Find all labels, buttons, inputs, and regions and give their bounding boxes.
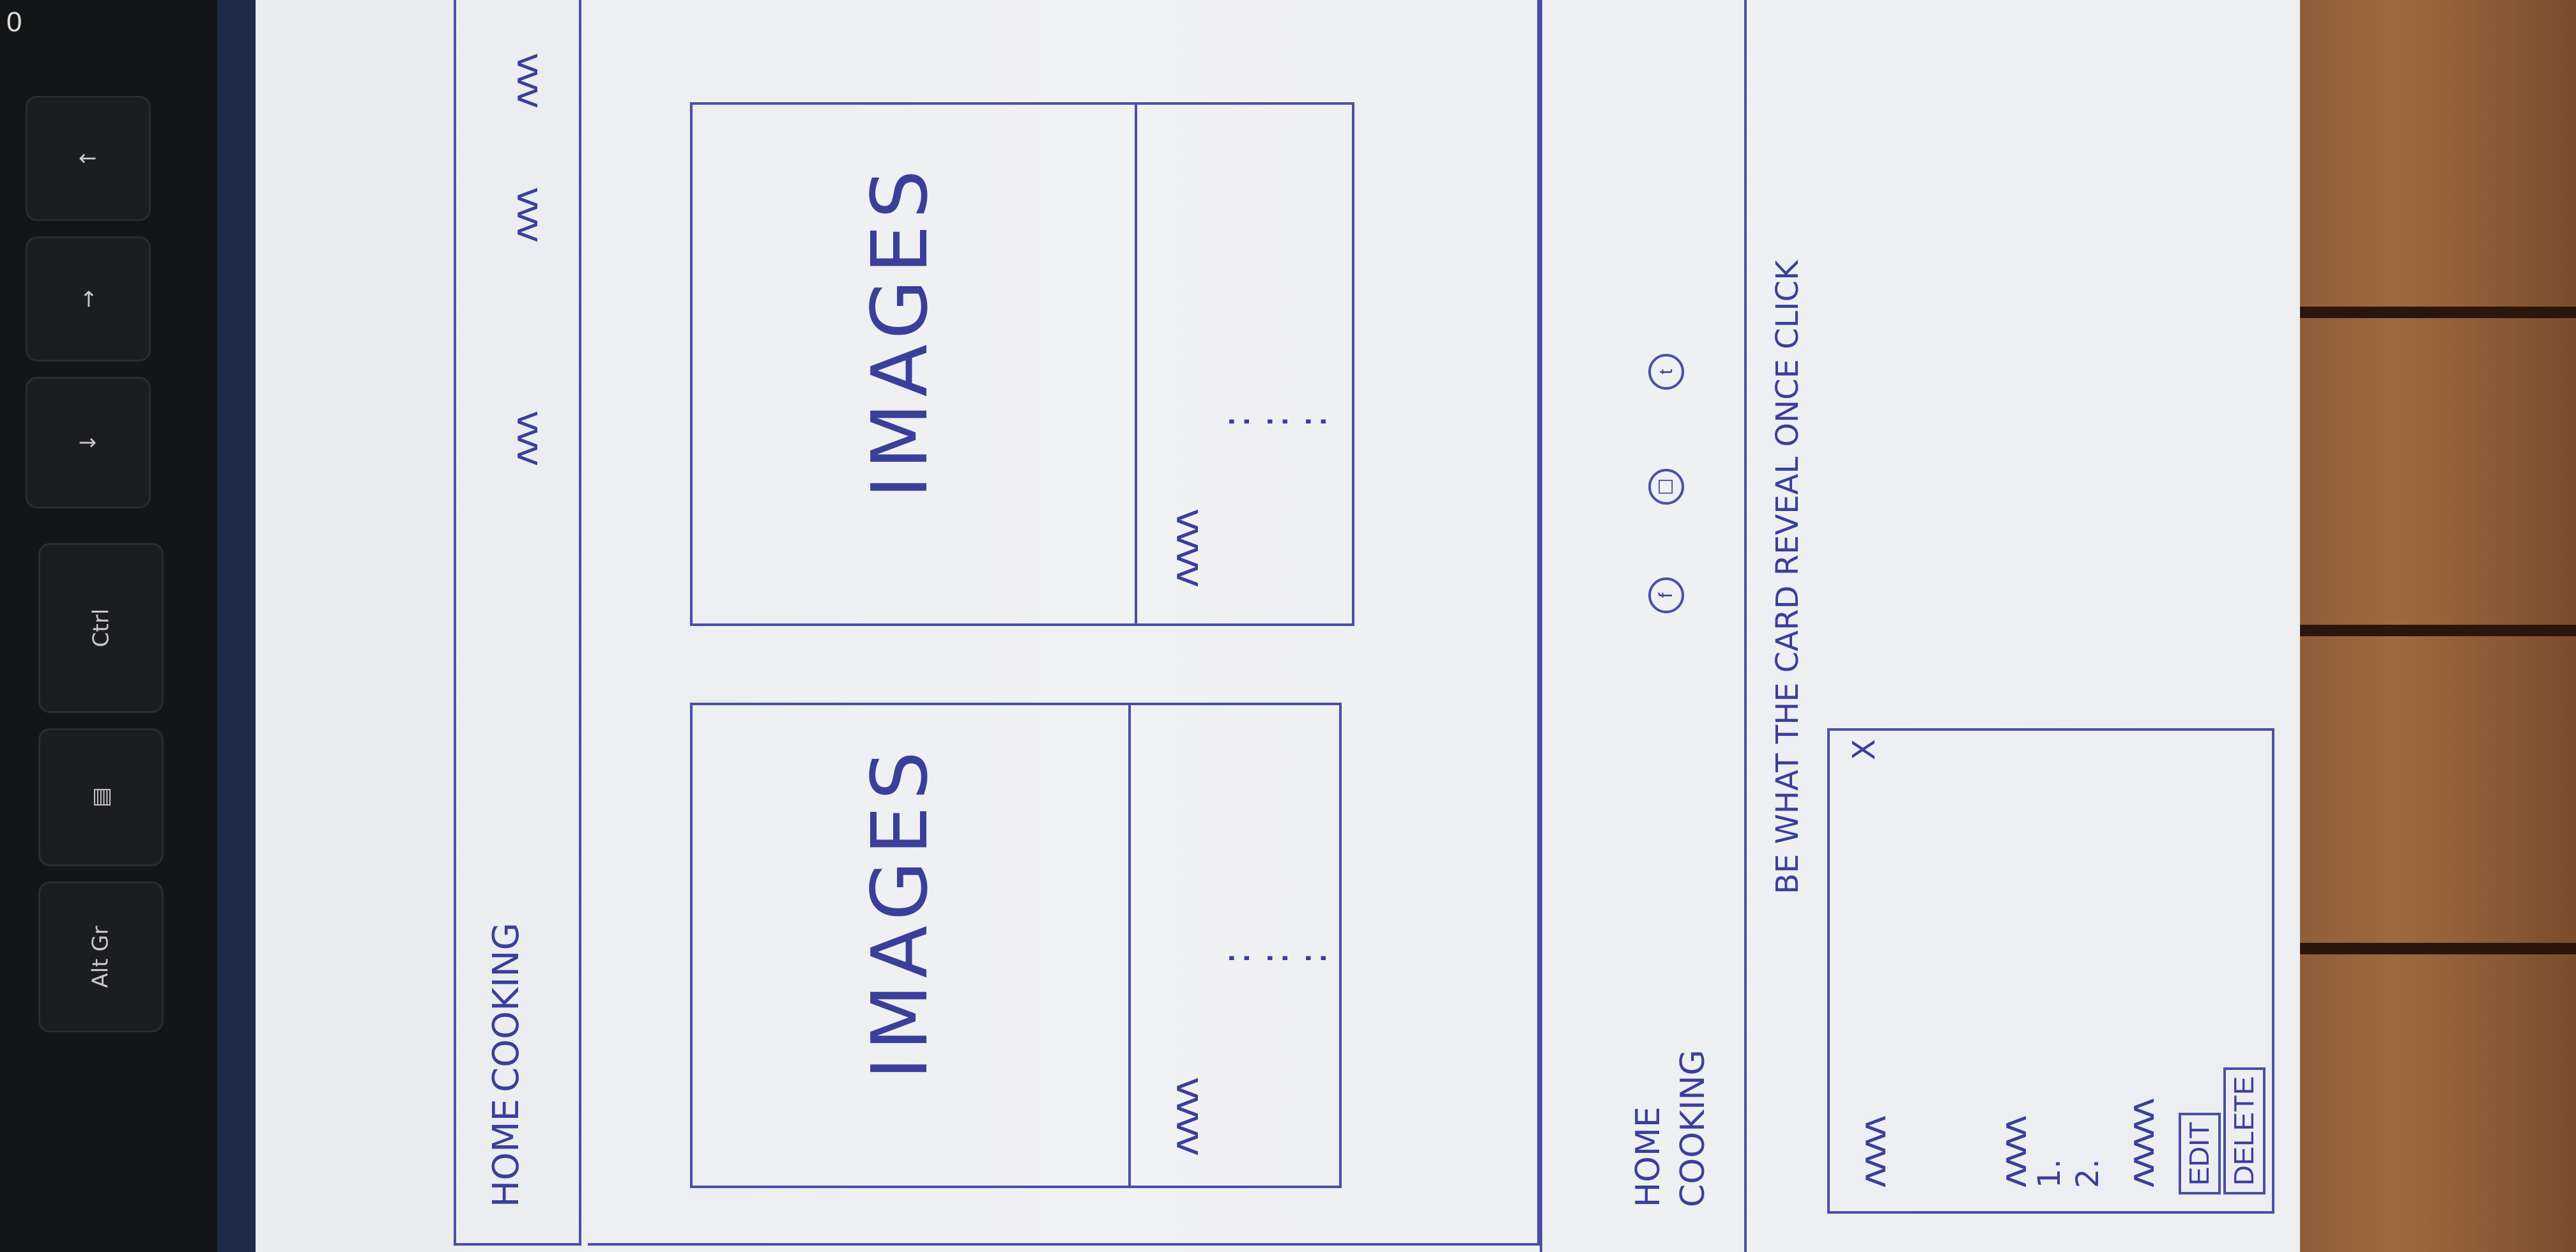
key-arrow-right: → [26, 236, 151, 362]
twitter-icon[interactable]: t [1648, 354, 1684, 390]
card-1-title: ᴧᴧᴧᴧ [1163, 1080, 1208, 1156]
instagram-icon[interactable]: ☐ [1648, 469, 1684, 505]
footer-box [1540, 0, 1744, 1252]
card-2-image-label: IMAGES [856, 164, 945, 498]
edit-button[interactable]: EDIT [2179, 1112, 2221, 1195]
sketch-paper: HOME COOKING ᴧᴧᴧ ᴧᴧᴧ ᴧᴧᴧ IMAGES ᴧᴧᴧᴧ : :… [256, 0, 2300, 1252]
wireframe-sketch: HOME COOKING ᴧᴧᴧ ᴧᴧᴧ ᴧᴧᴧ IMAGES ᴧᴧᴧᴧ : :… [332, 0, 2300, 1252]
nav-home: HOME [486, 1099, 527, 1207]
reveal-squiggle-2: ᴧᴧᴧᴧ [1993, 1118, 2035, 1188]
card-1-image-label: IMAGES [856, 745, 945, 1080]
nav-squiggle-3: ᴧᴧᴧ [505, 56, 546, 109]
key-ctrl: Ctrl [38, 543, 164, 713]
card-1-row-3: : [1291, 951, 1335, 965]
facebook-icon[interactable]: f [1648, 577, 1684, 613]
key-menu: ▤ [38, 728, 164, 866]
reveal-squiggle-1: ᴧᴧᴧᴧ [1853, 1118, 1894, 1188]
reveal-squiggle-3: ᴧᴧᴧᴧᴧ [2121, 1101, 2163, 1188]
key-altgr: Alt Gr [38, 882, 164, 1032]
key-arrow-up: ↑ [26, 96, 151, 221]
nav-squiggle-2: ᴧᴧᴧ [505, 190, 546, 243]
nav-squiggle-1: ᴧᴧᴧ [505, 414, 546, 466]
card-2-row-3: : [1291, 415, 1335, 428]
nav-cooking: COOKING [486, 922, 527, 1092]
wooden-floor [2274, 0, 2576, 1252]
footer-cooking: COOKING [1674, 1050, 1712, 1207]
footer-home: HOME [1629, 1106, 1667, 1207]
keyboard: Alt Gr ▤ Ctrl ↓ → ↑ 0 [0, 0, 268, 1252]
delete-button[interactable]: DELETE [2223, 1067, 2266, 1195]
reveal-note: BE WHAT THE CARD REVEAL ONCE CLICK [1770, 260, 1805, 894]
key-corner-label: 0 [6, 6, 22, 38]
section-divider [1744, 0, 1751, 1252]
card-2-title: ᴧᴧᴧᴧ [1163, 512, 1208, 588]
reveal-number-2: 2. [2070, 1159, 2106, 1188]
close-icon[interactable]: X [1846, 739, 1882, 760]
key-arrow-down: ↓ [26, 377, 151, 508]
reveal-number-1: 1. [2032, 1159, 2067, 1188]
